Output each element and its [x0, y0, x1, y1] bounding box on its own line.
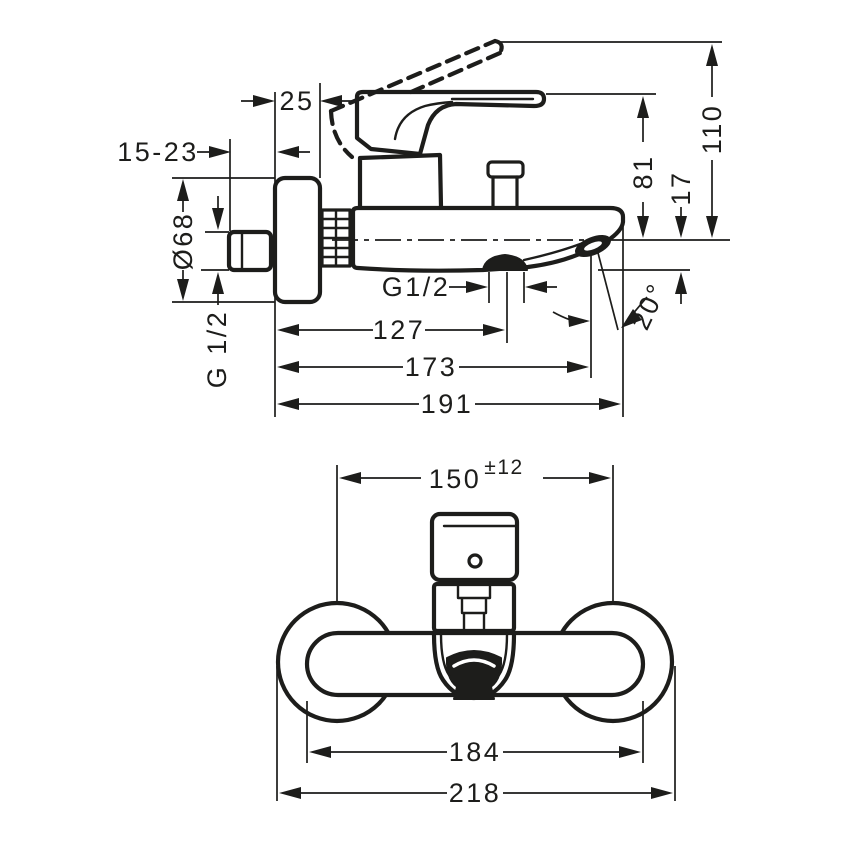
dim-label-25: 25 — [279, 86, 314, 116]
arrow-right-icon — [589, 472, 611, 484]
escutcheon-side — [272, 175, 323, 305]
extension-lines — [172, 41, 730, 417]
outlet-opening — [584, 241, 602, 251]
arrow-down-icon — [212, 208, 224, 230]
mixer-side-geometry — [226, 38, 626, 305]
dim-total-projection: 191 — [277, 389, 621, 419]
arrow-right-icon — [568, 315, 590, 327]
dim-total-height: 110 — [697, 44, 727, 238]
dim-label-173: 173 — [405, 352, 458, 382]
arrow-right-icon — [483, 324, 505, 336]
arrow-right-icon — [567, 361, 589, 373]
outlet-axis-line — [596, 248, 619, 331]
lever-dashed-nose — [492, 38, 504, 56]
arrow-left-icon — [320, 95, 342, 107]
arrow-right-icon — [651, 787, 673, 799]
wall-nipple — [226, 229, 274, 273]
dim-lever-height: 81 — [628, 96, 658, 238]
spout-outlet — [575, 234, 611, 258]
mixer-front-geometry — [275, 511, 675, 724]
dim-label-15-23: 15-23 — [117, 137, 199, 167]
arrow-up-icon — [212, 272, 224, 294]
lever-dashed-bottom — [408, 50, 503, 95]
arrow-up-icon — [177, 179, 189, 201]
lever-handle — [354, 89, 547, 157]
arrow-left-icon — [525, 281, 547, 293]
front-extension-lines — [276, 465, 676, 801]
dim-label-17: 17 — [666, 170, 696, 205]
arrow-left-icon — [277, 324, 299, 336]
dim-escutcheon-diameter: Ø68 — [168, 179, 198, 301]
arrow-up-icon — [706, 44, 718, 66]
spout-mouth-highlight — [452, 658, 496, 668]
shower-port-dome — [482, 254, 528, 271]
dim-shower-thread: G1/2 — [382, 272, 557, 303]
dim-label-191: 191 — [421, 389, 474, 419]
lever-neck-curve — [393, 100, 454, 141]
diverter-knob-stem — [491, 175, 519, 209]
arrow-left-icon — [279, 787, 301, 799]
arrow-down-icon — [637, 216, 649, 238]
dim-outlet-angle: 20° — [552, 278, 673, 334]
spout-front-foot — [453, 686, 495, 700]
arrow-right-icon — [599, 398, 621, 410]
union-nut-ribs — [321, 209, 351, 267]
arrow-up-icon — [637, 96, 649, 118]
ext-escutcheon-top-bottom — [172, 177, 275, 303]
dim-escutcheon-depth: 25 — [241, 86, 352, 116]
arrow-down-icon — [706, 216, 718, 238]
dim-label-218: 218 — [449, 778, 502, 808]
lever-pin — [467, 553, 483, 569]
spout-front-mouth — [445, 650, 503, 693]
dim-connection-centers: 150 ±12 — [339, 456, 611, 494]
dim-outlet-drop: 17 — [666, 170, 696, 304]
dim-label-tolerance: ±12 — [484, 456, 523, 479]
dim-overall-width: 218 — [279, 778, 673, 808]
spout-lip-line — [522, 241, 585, 262]
dim-label-20deg: 20° — [625, 278, 673, 334]
lever-open-position — [328, 38, 504, 160]
lever-front — [429, 511, 520, 583]
arrow-right-icon — [209, 146, 231, 158]
arrow-left-icon — [339, 472, 361, 484]
dim-label-81: 81 — [628, 154, 658, 189]
dim-label-184: 184 — [449, 737, 502, 767]
arrow-right-icon — [619, 746, 641, 758]
lever-dashed-left — [328, 108, 355, 160]
dim-wall-adjust: 15-23 — [117, 137, 310, 167]
dim-outlet-projection: 173 — [277, 352, 589, 382]
arrow-left-icon — [277, 361, 299, 373]
dim-label-d68: Ø68 — [168, 212, 198, 271]
dim-label-g12-wall: G 1/2 — [202, 310, 232, 389]
arrow-up-icon — [675, 272, 687, 294]
cartridge-front — [431, 581, 517, 634]
side-view: 25 15-23 Ø68 G 1/2 110 — [117, 38, 730, 419]
cartridge-front-steps — [456, 584, 492, 631]
arrow-left-icon — [277, 398, 299, 410]
ext-heights — [497, 41, 730, 241]
dim-label-127: 127 — [373, 315, 426, 345]
dim-label-150: 150 — [429, 464, 482, 494]
ext-lines — [488, 272, 525, 303]
ext-projections — [506, 216, 690, 417]
arrow-down-icon — [675, 216, 687, 238]
arrow-down-icon — [177, 279, 189, 301]
front-view: 150 ±12 184 — [275, 456, 676, 808]
dim-label-110: 110 — [697, 104, 727, 155]
arrow-right-icon — [253, 95, 275, 107]
dim-wall-thread: G 1/2 — [202, 196, 232, 388]
lever-dashed-top — [328, 38, 498, 114]
arrow-down-left-icon — [621, 309, 642, 328]
arrow-left-icon — [277, 146, 299, 158]
arrow-left-icon — [309, 746, 331, 758]
dim-body-width: 184 — [309, 737, 641, 767]
cartridge-base — [357, 152, 444, 210]
arrow-right-icon — [466, 281, 488, 293]
dim-label-g12-shower: G1/2 — [382, 272, 451, 302]
diverter-knob-cap — [486, 160, 525, 179]
dim-shower-projection: 127 — [277, 315, 505, 345]
